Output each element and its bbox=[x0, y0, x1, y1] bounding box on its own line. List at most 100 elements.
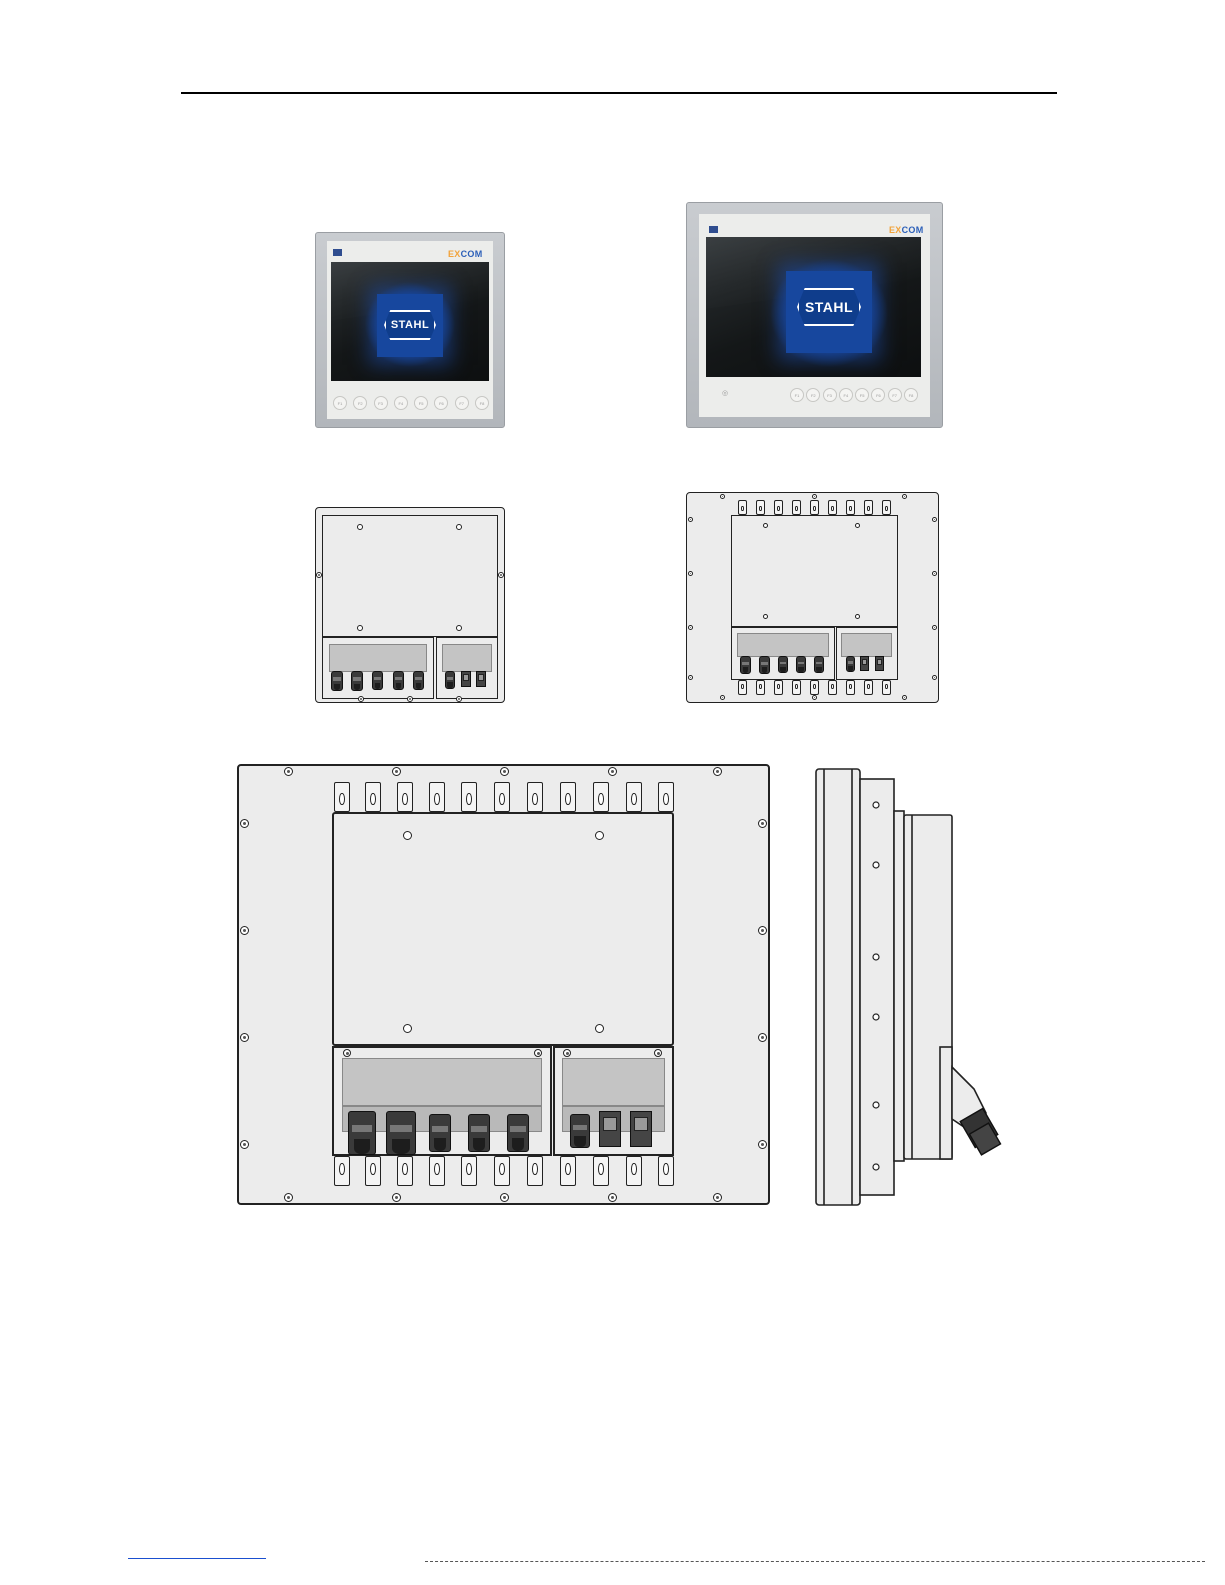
mounting-clamp bbox=[527, 1156, 543, 1186]
function-key[interactable]: F6 bbox=[434, 396, 448, 410]
mounting-hole bbox=[763, 523, 768, 528]
mounting-clamp bbox=[882, 680, 891, 695]
mounting-clamp bbox=[461, 1156, 477, 1186]
edge-screw bbox=[902, 494, 907, 499]
cable-gland bbox=[386, 1111, 416, 1155]
edge-screw bbox=[240, 1140, 249, 1149]
edge-screw bbox=[812, 695, 817, 700]
edge-screw bbox=[758, 926, 767, 935]
edge-screw bbox=[812, 494, 817, 499]
mounting-clamp bbox=[774, 680, 783, 695]
mounting-hole bbox=[403, 831, 412, 840]
edge-screw bbox=[902, 695, 907, 700]
mounting-clamp bbox=[658, 782, 674, 812]
cover-screw bbox=[343, 1049, 351, 1057]
mounting-clamp bbox=[494, 1156, 510, 1186]
edge-screw bbox=[240, 926, 249, 935]
cable-gland bbox=[570, 1114, 590, 1148]
function-key[interactable]: F1 bbox=[333, 396, 347, 410]
cable-gland bbox=[759, 656, 770, 674]
cover-screw bbox=[534, 1049, 542, 1057]
mounting-clamp bbox=[756, 680, 765, 695]
cable-gland bbox=[372, 671, 383, 690]
cable-gland bbox=[393, 671, 404, 690]
mounting-clamp bbox=[527, 782, 543, 812]
edge-screw bbox=[713, 1193, 722, 1202]
cable-gland bbox=[348, 1111, 376, 1155]
edge-screw bbox=[688, 675, 693, 680]
edge-screw bbox=[720, 695, 725, 700]
display-screen: STAHL bbox=[331, 262, 489, 381]
mounting-clamp bbox=[846, 680, 855, 695]
cable-gland bbox=[445, 671, 455, 689]
edge-screw bbox=[240, 1033, 249, 1042]
front-view-small: EXCOM STAHL F1 F2 F3 F4 F5 F6 F7 F8 bbox=[315, 232, 505, 428]
cable-gland bbox=[740, 656, 751, 674]
mounting-clamp bbox=[738, 500, 747, 515]
mounting-clamp bbox=[756, 500, 765, 515]
edge-screw bbox=[932, 517, 937, 522]
function-key[interactable]: F3 bbox=[823, 388, 837, 402]
function-key[interactable]: F6 bbox=[871, 388, 885, 402]
edge-screw bbox=[758, 819, 767, 828]
function-key[interactable]: F8 bbox=[475, 396, 489, 410]
rj45-port bbox=[630, 1111, 652, 1147]
edge-screw bbox=[608, 767, 617, 776]
logo-square-icon bbox=[709, 226, 718, 233]
edge-screw bbox=[240, 819, 249, 828]
mounting-clamp bbox=[397, 1156, 413, 1186]
edge-screw bbox=[720, 494, 725, 499]
mounting-clamp bbox=[365, 782, 381, 812]
mounting-hole bbox=[595, 1024, 604, 1033]
edge-screw bbox=[500, 767, 509, 776]
mounting-clamp bbox=[864, 500, 873, 515]
mounting-hole bbox=[456, 625, 462, 631]
function-key[interactable]: F3 bbox=[374, 396, 388, 410]
cable-gland bbox=[413, 671, 424, 690]
mounting-clamp bbox=[626, 1156, 642, 1186]
function-key-row: F1 F2 F3 F4 F5 F6 F7 F8 bbox=[333, 396, 489, 410]
mounting-clamp bbox=[334, 782, 350, 812]
function-key[interactable]: F5 bbox=[414, 396, 428, 410]
edge-screw bbox=[688, 625, 693, 630]
mounting-clamp bbox=[810, 680, 819, 695]
function-key[interactable]: F5 bbox=[855, 388, 869, 402]
cable-gland bbox=[429, 1114, 451, 1152]
brand-label: EXCOM bbox=[889, 225, 924, 235]
edge-screw bbox=[392, 1193, 401, 1202]
mounting-clamp bbox=[864, 680, 873, 695]
function-key[interactable]: F4 bbox=[394, 396, 408, 410]
function-key[interactable]: F7 bbox=[455, 396, 469, 410]
mounting-clamp bbox=[828, 680, 837, 695]
edge-screw bbox=[713, 767, 722, 776]
function-key[interactable]: F8 bbox=[904, 388, 918, 402]
cable-gland bbox=[468, 1114, 490, 1152]
function-key[interactable]: F2 bbox=[806, 388, 820, 402]
mounting-hole bbox=[763, 614, 768, 619]
rj45-port bbox=[599, 1111, 621, 1147]
edge-screw bbox=[688, 571, 693, 576]
mounting-clamp bbox=[738, 680, 747, 695]
edge-screw bbox=[407, 696, 413, 702]
cable-gland bbox=[507, 1114, 529, 1152]
mounting-clamp bbox=[593, 782, 609, 812]
mounting-clamp bbox=[560, 782, 576, 812]
function-key[interactable]: F1 bbox=[790, 388, 804, 402]
footer-rule bbox=[425, 1561, 1205, 1563]
function-key[interactable]: F7 bbox=[888, 388, 902, 402]
mounting-clamp bbox=[846, 500, 855, 515]
rj45-port bbox=[875, 656, 884, 671]
function-key[interactable]: F4 bbox=[839, 388, 853, 402]
mounting-hole bbox=[855, 523, 860, 528]
function-key[interactable]: F2 bbox=[353, 396, 367, 410]
mounting-hole bbox=[855, 614, 860, 619]
mounting-hole bbox=[595, 831, 604, 840]
edge-screw bbox=[358, 696, 364, 702]
mounting-clamp bbox=[658, 1156, 674, 1186]
side-view-drawing bbox=[814, 767, 1009, 1207]
function-key-row: F1 F2 F3 F4 F5 F6 F7 F8 bbox=[790, 388, 918, 402]
mounting-clamp bbox=[560, 1156, 576, 1186]
mounting-clamp bbox=[828, 500, 837, 515]
rj45-port bbox=[476, 671, 486, 687]
edge-screw bbox=[932, 675, 937, 680]
